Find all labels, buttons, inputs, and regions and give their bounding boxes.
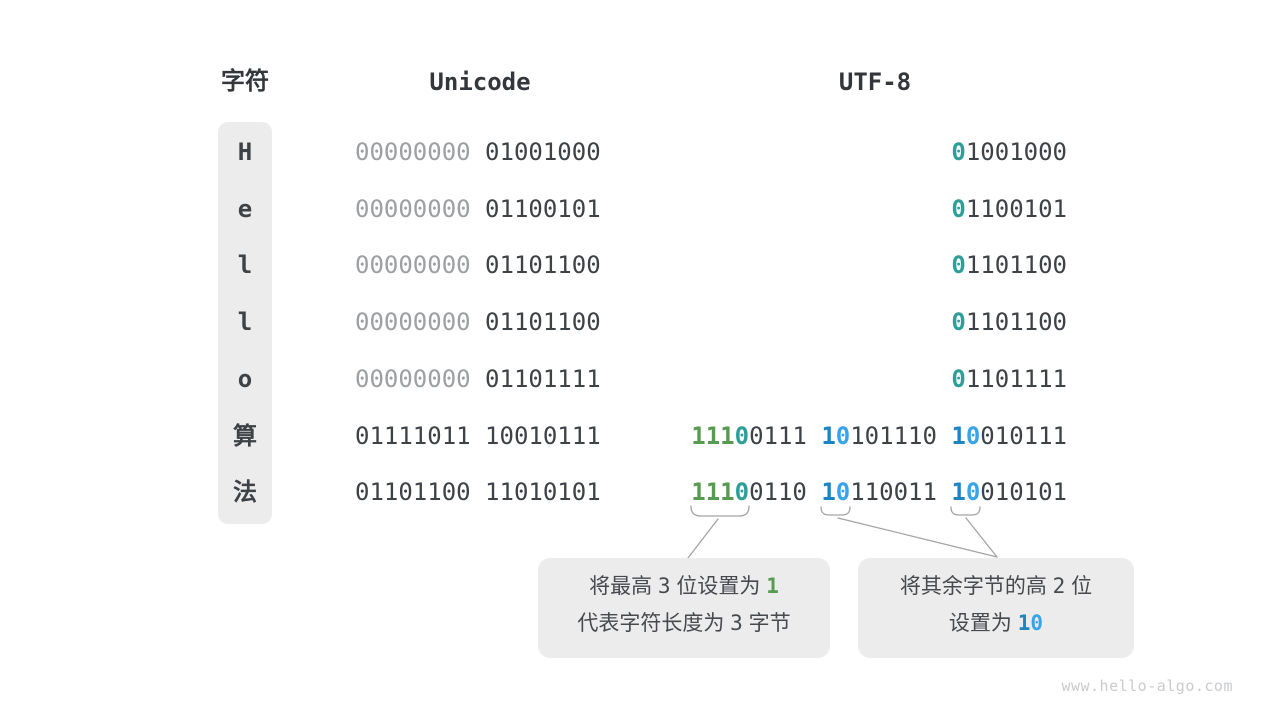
char-cell: o bbox=[237, 365, 253, 393]
callout-line: 将其余字节的高 2 位 bbox=[858, 568, 1134, 605]
bit-segment: 1101111 bbox=[965, 365, 1067, 393]
bit-segment: 1 bbox=[951, 478, 966, 506]
bit-segment: 设置为 bbox=[948, 612, 1018, 635]
bit-segment: 110011 bbox=[850, 478, 952, 506]
bit-segment: 00000000 bbox=[355, 365, 486, 393]
bit-segment: 位 bbox=[1065, 575, 1093, 598]
bit-segment: 111 bbox=[691, 478, 735, 506]
utf8-bits: 01001000 bbox=[587, 135, 1067, 169]
char-cell: l bbox=[237, 251, 253, 279]
bit-segment: 1101100 bbox=[965, 308, 1067, 336]
utf8-bits: 11100111 10101110 10010111 bbox=[587, 419, 1067, 453]
underbrace-leading-bits bbox=[690, 505, 750, 517]
callout-line: 设置为 10 bbox=[858, 605, 1134, 642]
bit-segment: 将最高 bbox=[589, 575, 658, 598]
bit-segment: 1 bbox=[821, 478, 836, 506]
bit-segment: 0 bbox=[951, 138, 966, 166]
bit-segment: 0 bbox=[951, 308, 966, 336]
bit-segment: 101110 bbox=[850, 422, 952, 450]
underbrace-cont-byte-2 bbox=[950, 506, 981, 516]
bit-segment: 01101100 bbox=[485, 251, 601, 279]
bit-segment: 将其余字节的高 bbox=[899, 575, 1053, 598]
unicode-bits: 00000000 01101100 bbox=[355, 305, 605, 339]
bit-segment: 01101100 bbox=[485, 308, 601, 336]
bit-segment: 00000000 bbox=[355, 195, 486, 223]
table-row: l 00000000 01101100 01101100 bbox=[0, 248, 1280, 282]
bit-segment: 010111 bbox=[980, 422, 1067, 450]
bit-segment: 01101100 11010101 bbox=[355, 478, 601, 506]
bit-segment: 111 bbox=[691, 422, 735, 450]
callout-right-pointer-b bbox=[965, 517, 998, 558]
column-header-char: 字符 bbox=[221, 68, 269, 95]
char-cell: H bbox=[237, 138, 253, 166]
bit-segment: 1 bbox=[766, 574, 779, 598]
bit-segment: 0 bbox=[1030, 611, 1044, 635]
utf8-bits: 01101100 bbox=[587, 248, 1067, 282]
bit-segment: 1 bbox=[821, 422, 836, 450]
bit-segment: 字节 bbox=[742, 612, 791, 635]
bit-segment: 00000000 bbox=[355, 308, 486, 336]
bit-segment: 00000000 bbox=[355, 138, 486, 166]
column-header-unicode: Unicode bbox=[429, 68, 531, 96]
unicode-bits: 00000000 01001000 bbox=[355, 135, 605, 169]
bit-segment: 3 bbox=[730, 611, 743, 635]
char-cell: l bbox=[237, 308, 253, 336]
bit-segment: 01111011 10010111 bbox=[355, 422, 601, 450]
char-cell: e bbox=[237, 195, 253, 223]
callout-line: 将最高 3 位设置为 1 bbox=[538, 568, 830, 605]
bit-segment: 0 bbox=[734, 478, 750, 506]
bit-segment: 0 bbox=[965, 422, 981, 450]
underbrace-cont-byte-1 bbox=[820, 506, 851, 516]
unicode-bits: 01101100 11010101 bbox=[355, 475, 605, 509]
bit-segment: 0 bbox=[965, 478, 981, 506]
bit-segment: 0111 bbox=[749, 422, 822, 450]
bit-segment: 2 bbox=[1052, 574, 1066, 598]
unicode-bits: 01111011 10010111 bbox=[355, 419, 605, 453]
table-row: 法 01101100 11010101 11100110 10110011 10… bbox=[0, 475, 1280, 509]
bit-segment: 0 bbox=[835, 478, 851, 506]
bit-segment: 0 bbox=[835, 422, 851, 450]
callout-right-pointer-a bbox=[837, 517, 998, 558]
bit-segment: 1001000 bbox=[965, 138, 1067, 166]
bit-segment: 01100101 bbox=[485, 195, 601, 223]
callout-leading-bits: 将最高 3 位设置为 1 代表字符长度为 3 字节 bbox=[538, 558, 830, 658]
utf8-bits: 01101111 bbox=[587, 362, 1067, 396]
unicode-bits: 00000000 01100101 bbox=[355, 192, 605, 226]
bit-segment: 代表字符长度为 bbox=[577, 612, 731, 635]
table-row: e 00000000 01100101 01100101 bbox=[0, 192, 1280, 226]
bit-segment: 0 bbox=[951, 365, 966, 393]
bit-segment: 0110 bbox=[749, 478, 822, 506]
bit-segment: 1 bbox=[1017, 611, 1031, 635]
callout-continuation-bits: 将其余字节的高 2 位 设置为 10 bbox=[858, 558, 1134, 658]
bit-segment: 位设置为 bbox=[670, 575, 767, 598]
bit-segment: 3 bbox=[657, 574, 671, 598]
unicode-bits: 00000000 01101111 bbox=[355, 362, 605, 396]
utf8-bits: 11100110 10110011 10010101 bbox=[587, 475, 1067, 509]
table-row: l 00000000 01101100 01101100 bbox=[0, 305, 1280, 339]
bit-segment: 01101111 bbox=[485, 365, 601, 393]
table-row: 算 01111011 10010111 11100111 10101110 10… bbox=[0, 419, 1280, 453]
table-row: H 00000000 01001000 01001000 bbox=[0, 135, 1280, 169]
character-column-background bbox=[218, 122, 272, 524]
callout-left-pointer bbox=[687, 518, 719, 559]
utf8-bits: 01100101 bbox=[587, 192, 1067, 226]
bit-segment: 00000000 bbox=[355, 251, 486, 279]
watermark: www.hello-algo.com bbox=[1061, 677, 1233, 695]
bit-segment: 1100101 bbox=[965, 195, 1067, 223]
bit-segment: 0 bbox=[951, 251, 966, 279]
callout-line: 代表字符长度为 3 字节 bbox=[538, 605, 830, 642]
char-cell: 算 bbox=[233, 422, 257, 450]
bit-segment: 0 bbox=[734, 422, 750, 450]
utf8-bits: 01101100 bbox=[587, 305, 1067, 339]
bit-segment: 01001000 bbox=[485, 138, 601, 166]
bit-segment: 1 bbox=[951, 422, 966, 450]
bit-segment: 010101 bbox=[980, 478, 1067, 506]
bit-segment: 0 bbox=[951, 195, 966, 223]
char-cell: 法 bbox=[233, 478, 257, 506]
table-row: o 00000000 01101111 01101111 bbox=[0, 362, 1280, 396]
connector-lines bbox=[687, 505, 998, 559]
bit-segment: 1101100 bbox=[965, 251, 1067, 279]
unicode-bits: 00000000 01101100 bbox=[355, 248, 605, 282]
column-header-utf8: UTF-8 bbox=[838, 68, 912, 96]
